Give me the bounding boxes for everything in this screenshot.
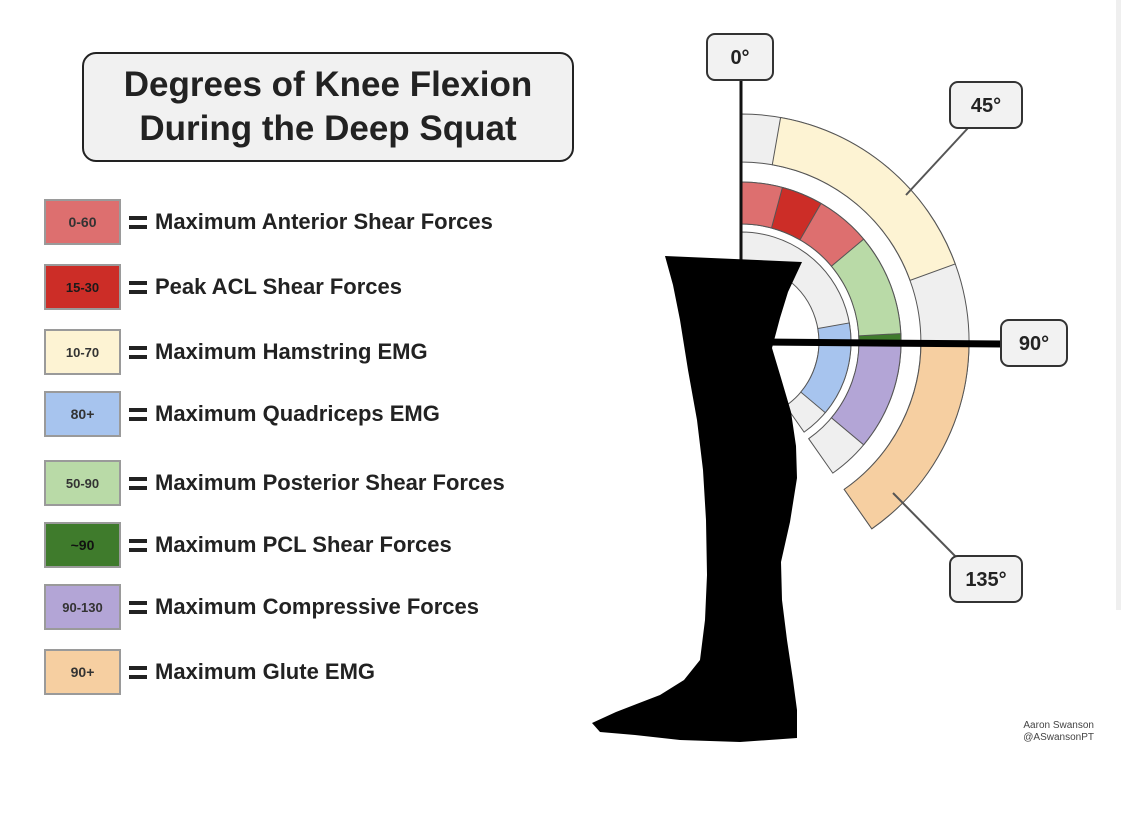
angle-label-90: 90° — [1001, 320, 1067, 366]
credit-name: Aaron Swanson — [990, 720, 1094, 732]
credit-handle: @ASwansonPT — [990, 732, 1094, 744]
credit: Aaron Swanson @ASwansonPT — [990, 720, 1094, 744]
angle-label-text: 45° — [971, 95, 1001, 117]
leader-line-135 — [893, 493, 957, 558]
ninety-degree-line — [760, 342, 1002, 344]
leader-line-45 — [906, 128, 968, 195]
angle-label-0: 0° — [707, 34, 773, 80]
angle-label-text: 135° — [965, 569, 1006, 591]
angle-label-135: 135° — [950, 556, 1022, 602]
angle-label-45: 45° — [950, 82, 1022, 128]
leg-silhouette — [592, 256, 802, 742]
angle-label-text: 90° — [1019, 333, 1049, 355]
edge-strip — [1116, 0, 1121, 610]
angle-label-text: 0° — [730, 47, 749, 69]
